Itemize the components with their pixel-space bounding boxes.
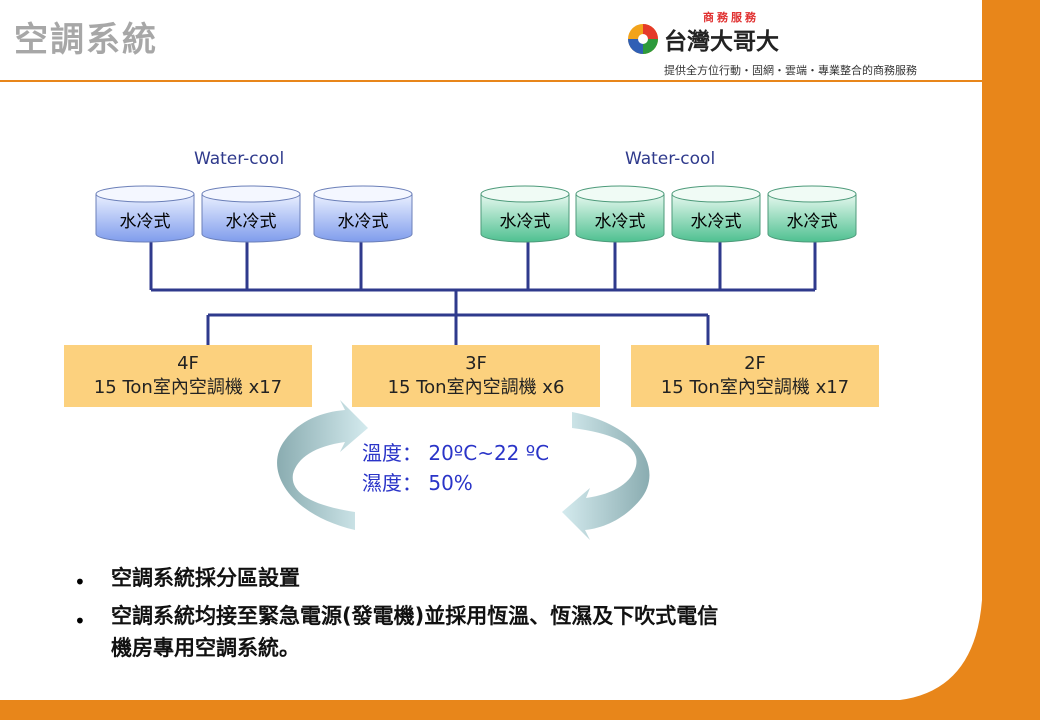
brand-slogan: 提供全方位行動・固網・雲端・專業整合的商務服務 — [664, 64, 917, 77]
humidity-text: 濕度： 50% — [362, 471, 473, 495]
brand-tag: 商務服務 — [703, 11, 759, 24]
tank-label-1: 水冷式 — [119, 212, 171, 232]
floor-box-3f: 3F 15 Ton室內空調機 x6 — [352, 345, 600, 407]
floor-desc: 15 Ton室內空調機 x6 — [387, 377, 565, 398]
tank-label-5: 水冷式 — [594, 212, 646, 232]
bullet-item-2: 空調系統均接至緊急電源(發電機)並採用恆溫、恆濕及下吹式電信 — [111, 604, 719, 628]
temperature-text: 溫度： 20ºC~22 ºC — [362, 441, 550, 465]
tank-2 — [201, 185, 301, 243]
floor-box-4f: 4F 15 Ton室內空調機 x17 — [64, 345, 312, 407]
tank-6 — [671, 185, 761, 243]
floor-label: 4F — [177, 353, 199, 374]
tank-3 — [313, 185, 413, 243]
tank-5 — [575, 185, 665, 243]
bullet-marker: • — [74, 609, 86, 633]
header-divider — [0, 80, 982, 82]
tank-label-7: 水冷式 — [786, 212, 838, 232]
circulation-arrow-left — [277, 400, 368, 530]
pipe-network — [149, 242, 817, 345]
tank-1 — [95, 185, 195, 243]
tank-label-4: 水冷式 — [499, 212, 551, 232]
page-title: 空調系統 — [14, 20, 158, 60]
brand-logo-icon — [628, 24, 658, 54]
bullet-item-1: 空調系統採分區設置 — [111, 566, 300, 590]
bullet-marker: • — [74, 570, 86, 594]
bullet-item-2-cont: 機房專用空調系統。 — [111, 636, 300, 660]
water-cool-label-left: Water-cool — [194, 149, 285, 169]
floor-box-2f: 2F 15 Ton室內空調機 x17 — [631, 345, 879, 407]
tank-7 — [767, 185, 857, 243]
floor-label: 2F — [744, 353, 766, 374]
tank-label-3: 水冷式 — [337, 212, 389, 232]
floor-desc: 15 Ton室內空調機 x17 — [93, 377, 283, 398]
floor-desc: 15 Ton室內空調機 x17 — [660, 377, 850, 398]
floor-label: 3F — [465, 353, 487, 374]
circulation-arrow-right — [562, 412, 650, 540]
tank-label-6: 水冷式 — [690, 212, 742, 232]
water-cool-label-right: Water-cool — [625, 149, 716, 169]
brand-name: 台灣大哥大 — [664, 29, 779, 55]
tank-label-2: 水冷式 — [225, 212, 277, 232]
tank-4 — [480, 185, 570, 243]
